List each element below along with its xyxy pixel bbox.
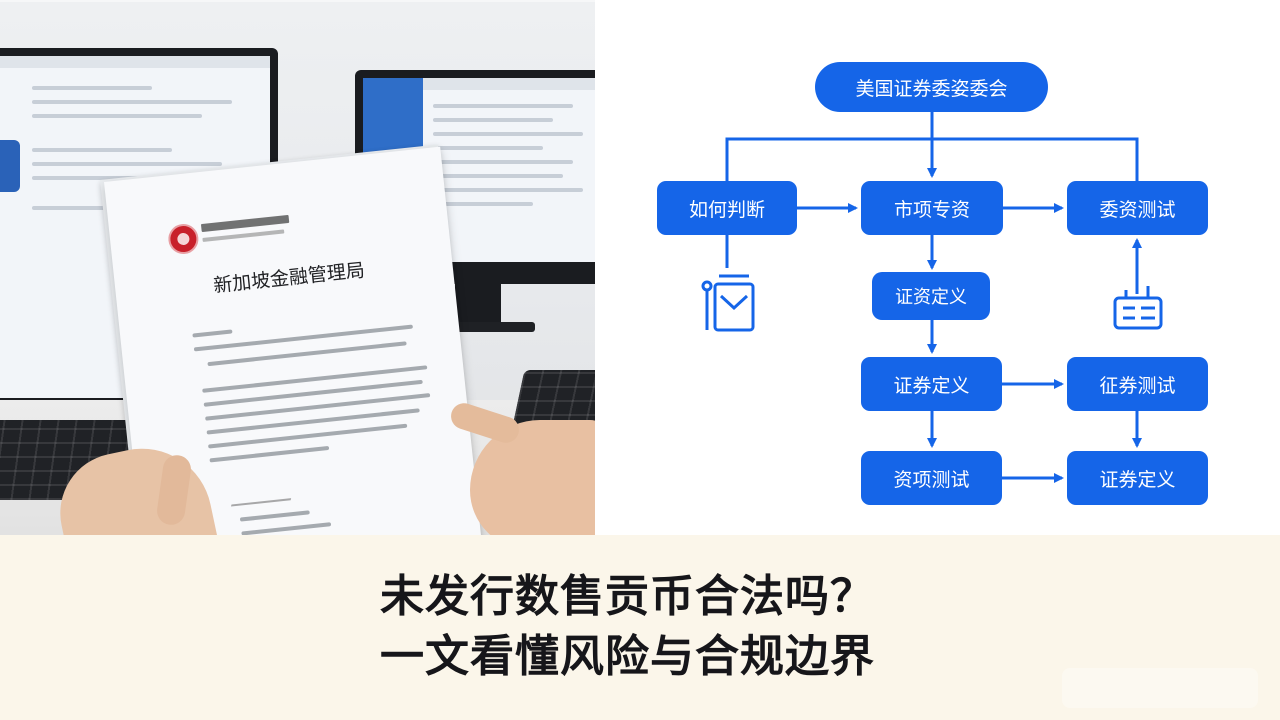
headline-band: [0, 535, 1280, 720]
node-row1-right: 委资测试: [1067, 181, 1208, 235]
server-rack-icon: [1113, 286, 1163, 330]
node-top: 美国证券委姿委会: [815, 62, 1048, 112]
right-hand: [470, 420, 595, 535]
flowchart-connectors: [701, 112, 1163, 483]
wall: [0, 0, 595, 2]
emblem-icon: [166, 222, 200, 256]
node-center-1: 证资定义: [872, 272, 990, 320]
document-photo: 新加坡金融管理局: [0, 0, 595, 535]
headline-line-2: 一文看懂风险与合规边界: [380, 631, 875, 682]
document-title: 新加坡金融管理局: [212, 259, 366, 298]
node-right-1: 征券测试: [1067, 357, 1208, 411]
flowchart: 美国证券委姿委会 如何判断 市项专资 委资测试 证资定义 证券定义 资项测试 征…: [595, 0, 1280, 535]
watermark: [1062, 668, 1258, 708]
right-monitor-base: [425, 322, 535, 332]
node-row1-left: 如何判断: [657, 181, 797, 235]
node-center-2: 证券定义: [861, 357, 1002, 411]
app-icon: [0, 140, 20, 192]
signature: [230, 479, 296, 507]
node-row1-center: 市项专资: [861, 181, 1003, 235]
node-center-3: 资项测试: [861, 451, 1002, 505]
node-right-2: 证券定义: [1067, 451, 1208, 505]
document-box-icon: [701, 274, 755, 332]
right-monitor-stand: [455, 284, 501, 324]
headline-line-1: 未发行数售贡币合法吗？: [380, 571, 875, 622]
